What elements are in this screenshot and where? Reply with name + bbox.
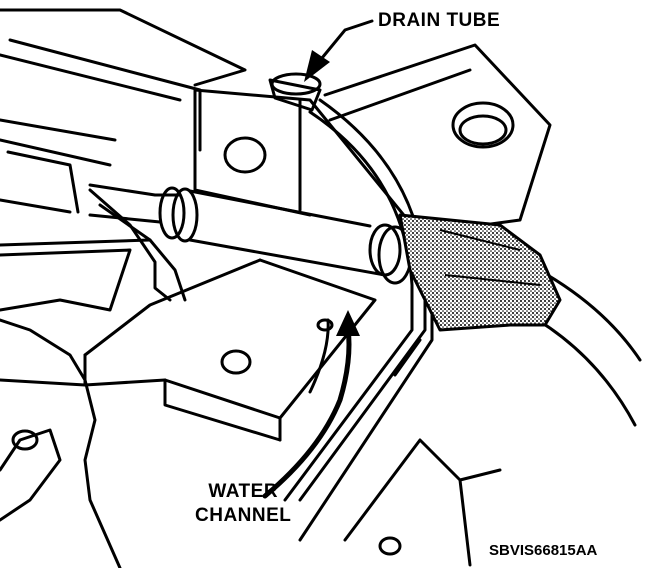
water-channel-label: WATER CHANNEL bbox=[195, 480, 291, 528]
connector bbox=[398, 213, 562, 332]
vertical-plate-hole bbox=[223, 136, 267, 174]
lower-frame bbox=[0, 318, 502, 567]
base-plate bbox=[0, 248, 377, 568]
figure-code: SBVIS66815AA bbox=[489, 542, 598, 559]
upper-bracket bbox=[0, 8, 247, 214]
drain-tube-cap bbox=[268, 72, 322, 112]
drain-tube-leader bbox=[304, 19, 374, 82]
left-channel bbox=[0, 188, 187, 302]
plate-hole bbox=[451, 101, 515, 149]
drain-tube bbox=[88, 183, 413, 285]
water-channel-label-line1: WATER bbox=[208, 481, 279, 502]
water-channel-label-line2: CHANNEL bbox=[195, 505, 292, 526]
base-plate-hole bbox=[220, 349, 252, 375]
water-flow-arrow bbox=[262, 310, 360, 499]
drain-tube-label: DRAIN TUBE bbox=[378, 10, 501, 31]
mounting-plate bbox=[323, 43, 552, 237]
